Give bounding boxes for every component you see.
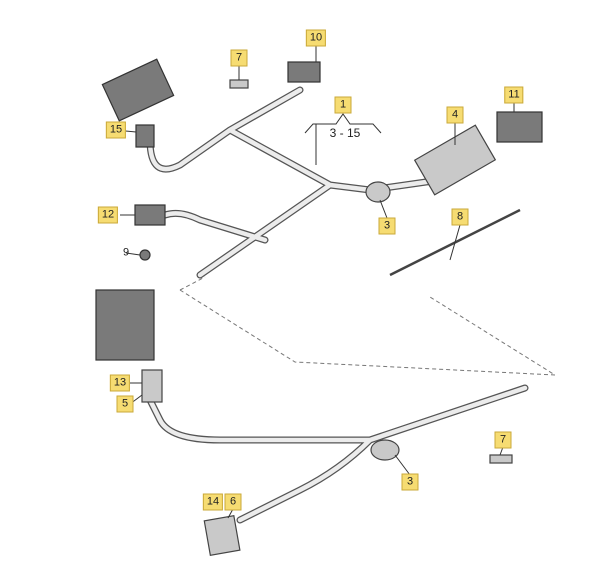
callout-15[interactable]: 15 bbox=[105, 121, 127, 139]
connector-11 bbox=[496, 111, 543, 143]
callout-4[interactable]: 4 bbox=[446, 106, 464, 124]
lower-harness bbox=[146, 384, 529, 524]
callout-3-lower[interactable]: 3 bbox=[401, 473, 419, 491]
connector-13 bbox=[141, 369, 163, 403]
door-lock bbox=[95, 289, 155, 361]
callout-8[interactable]: 8 bbox=[451, 208, 469, 226]
grommet-3b bbox=[370, 439, 400, 461]
callout-14[interactable]: 14 bbox=[202, 493, 224, 511]
callout-13[interactable]: 13 bbox=[109, 374, 131, 392]
upper-harness bbox=[146, 86, 444, 279]
callout-10[interactable]: 10 bbox=[305, 29, 327, 47]
callout-9[interactable]: 9 bbox=[122, 246, 130, 259]
clip-7a bbox=[229, 79, 249, 89]
callout-7-lower[interactable]: 7 bbox=[494, 431, 512, 449]
connector-10 bbox=[287, 61, 321, 83]
callout-12[interactable]: 12 bbox=[97, 206, 119, 224]
connector-12 bbox=[134, 204, 166, 226]
connector-15 bbox=[135, 124, 155, 148]
callout-7[interactable]: 7 bbox=[230, 49, 248, 67]
window-motor bbox=[101, 58, 175, 122]
grommet-4 bbox=[413, 124, 497, 196]
callout-6[interactable]: 6 bbox=[224, 493, 242, 511]
callout-11[interactable]: 11 bbox=[504, 86, 524, 104]
range-label: 3 - 15 bbox=[329, 126, 361, 140]
clip-7b bbox=[489, 454, 513, 464]
callout-1[interactable]: 1 bbox=[334, 96, 352, 114]
connector-14 bbox=[203, 514, 241, 557]
clip-9 bbox=[139, 249, 151, 261]
assembly-boundary-dashed bbox=[179, 276, 557, 376]
callout-5[interactable]: 5 bbox=[116, 395, 134, 413]
grommet-3a bbox=[365, 181, 391, 203]
callout-3[interactable]: 3 bbox=[378, 217, 396, 235]
